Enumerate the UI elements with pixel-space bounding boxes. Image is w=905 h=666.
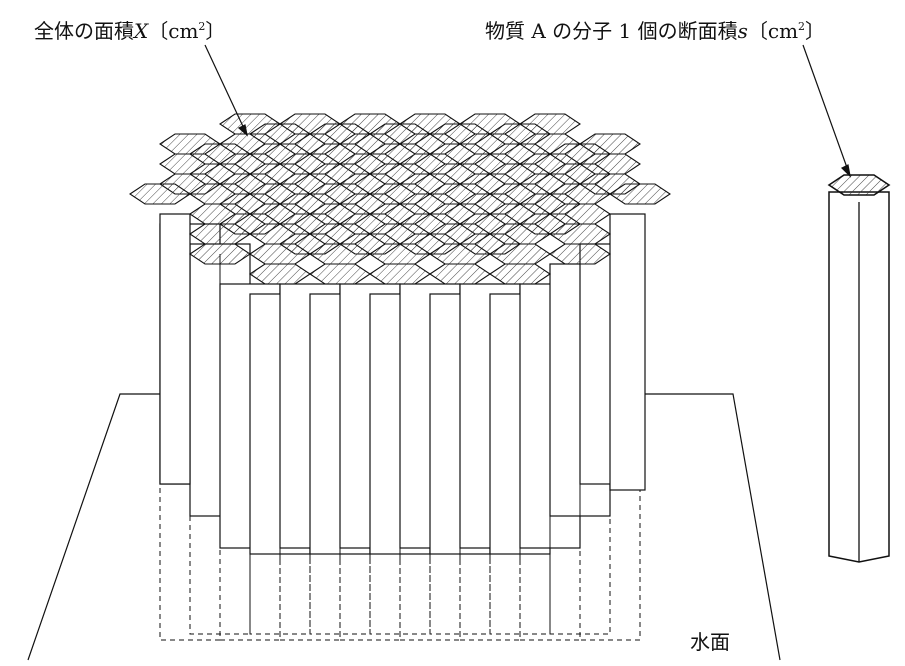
single-molecule-prism	[827, 174, 891, 563]
water-surface-plane	[27, 393, 781, 661]
single-molecule-area-label: 物質 A の分子 1 個の断面積s〔cm2〕	[485, 19, 826, 43]
molecule-hexagon	[549, 243, 611, 265]
arrow-total-area	[204, 44, 248, 136]
total-area-label: 全体の面積X〔cm2〕	[34, 19, 226, 43]
molecule-columns	[159, 213, 646, 641]
single-molecule-top-face	[827, 174, 891, 196]
molecule-column-right-edge	[609, 213, 646, 491]
molecule-hexagon	[429, 263, 491, 285]
molecule-hexagon	[369, 263, 431, 285]
molecule-hexagon	[249, 263, 311, 285]
leader-arrows	[204, 44, 851, 178]
arrow-single-area	[802, 44, 851, 177]
molecule-hexagon	[309, 263, 371, 285]
molecule-column-left-edge	[159, 213, 191, 485]
arrow-single-area-head	[840, 164, 851, 178]
water-surface-label: 水面	[690, 630, 730, 654]
arrow-total-area-head	[237, 124, 248, 137]
molecule-hexagon	[609, 183, 671, 205]
molecule-hexagon	[489, 263, 551, 285]
honeycomb-top	[129, 113, 671, 285]
